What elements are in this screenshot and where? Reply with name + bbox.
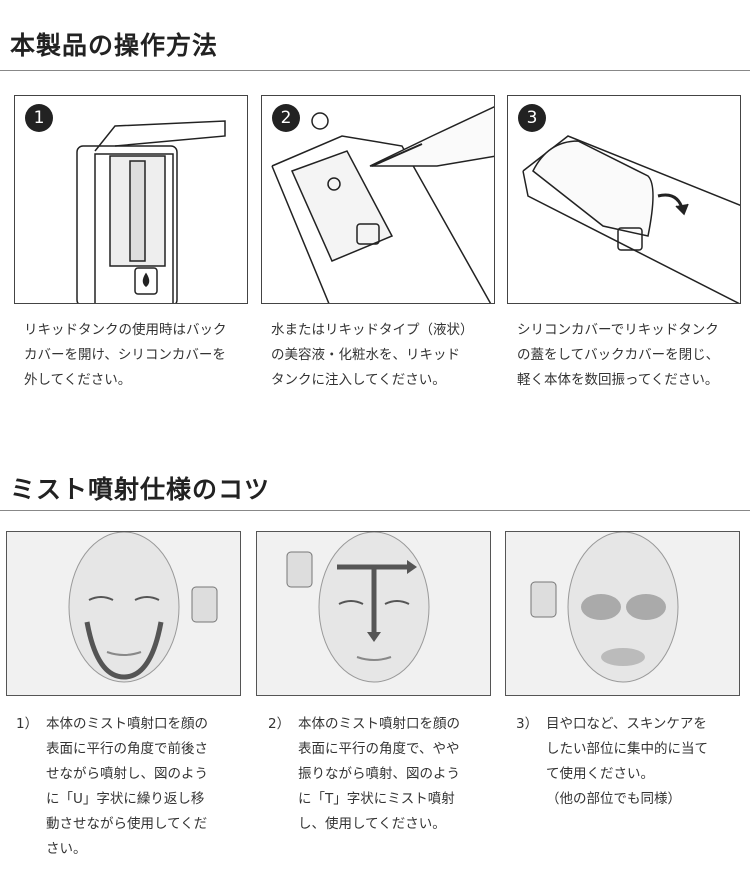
text-line: さい。 [46, 841, 87, 857]
text-line: 本体のミスト噴射口を顔の [46, 716, 208, 732]
text-line: カバーを開け、シリコンカバーを [24, 347, 226, 363]
divider [0, 510, 750, 511]
text-line: に「T」字状にミスト噴射 [298, 791, 455, 807]
tip-number: 3） [516, 716, 539, 732]
text-line: 表面に平行の角度で前後さ [46, 741, 208, 757]
device-closed-cover-image [522, 135, 740, 303]
tip-3-face-photo [505, 531, 740, 696]
step-3-description: シリコンカバーでリキッドタンク の蓋をしてバックカバーを閉じ、 軽く本体を数回振… [517, 318, 747, 393]
face-t-shape-image [286, 532, 430, 683]
tip-2-description: 2） 本体のミスト噴射口を顔の 表面に平行の角度で、やや 振りながら噴射、図のよ… [268, 712, 460, 837]
text-line: シリコンカバーでリキッドタンク [517, 322, 719, 338]
text-line: の蓋をしてバックカバーを閉じ、 [517, 347, 720, 363]
text-line: リキッドタンクの使用時はバック [24, 322, 227, 338]
text-line: 外してください。 [24, 372, 132, 388]
face-spot-care-image [530, 532, 679, 683]
tip-3-description: 3） 目や口など、スキンケアを したい部位に集中的に当て て使用ください。 （他… [516, 712, 708, 812]
section-title-mist-tips: ミスト噴射仕様のコツ [10, 475, 271, 504]
text-line: 動させながら使用してくだ [46, 816, 208, 832]
text-line: 目や口など、スキンケアを [546, 716, 707, 732]
text-line: の美容液・化粧水を、リキッド [271, 347, 460, 363]
step-number-badge: 2 [272, 104, 300, 132]
text-line: したい部位に集中的に当て [546, 741, 708, 757]
step-1-description: リキッドタンクの使用時はバック カバーを開け、シリコンカバーを 外してください。 [24, 318, 254, 393]
step-number-badge: 3 [518, 104, 546, 132]
tip-number: 2） [268, 716, 291, 732]
text-line: せながら噴射し、図のよう [46, 766, 208, 782]
text-line: に「U」字状に繰り返し移 [46, 791, 205, 807]
text-line: 振りながら噴射、図のよう [298, 766, 460, 782]
tip-number: 1） [16, 716, 39, 732]
text-line: 軽く本体を数回振ってください。 [517, 372, 719, 388]
step-2-description: 水またはリキッドタイプ（液状） の美容液・化粧水を、リキッド タンクに注入してく… [271, 318, 501, 393]
step-1-illustration: 1 [14, 95, 248, 304]
text-line: て使用ください。 [546, 766, 654, 782]
tip-1-face-photo [6, 531, 241, 696]
text-line: 本体のミスト噴射口を顔の [298, 716, 460, 732]
step-2-illustration: 2 [261, 95, 495, 304]
text-line: 表面に平行の角度で、やや [298, 741, 460, 757]
text-line: タンクに注入してください。 [271, 372, 446, 388]
face-u-shape-image [68, 532, 218, 683]
section-title-operation: 本製品の操作方法 [10, 31, 219, 60]
step-3-illustration: 3 [507, 95, 741, 304]
device-open-back-cover-image [76, 120, 226, 303]
text-line: し、使用してください。 [298, 816, 446, 832]
device-fill-liquid-image [271, 106, 494, 303]
text-line: 水またはリキッドタイプ（液状） [271, 322, 474, 338]
step-number-badge: 1 [25, 104, 53, 132]
tip-1-description: 1） 本体のミスト噴射口を顔の 表面に平行の角度で前後さ せながら噴射し、図のよ… [16, 712, 208, 862]
tip-2-face-photo [256, 531, 491, 696]
divider [0, 70, 750, 71]
text-line: （他の部位でも同様） [546, 791, 681, 807]
